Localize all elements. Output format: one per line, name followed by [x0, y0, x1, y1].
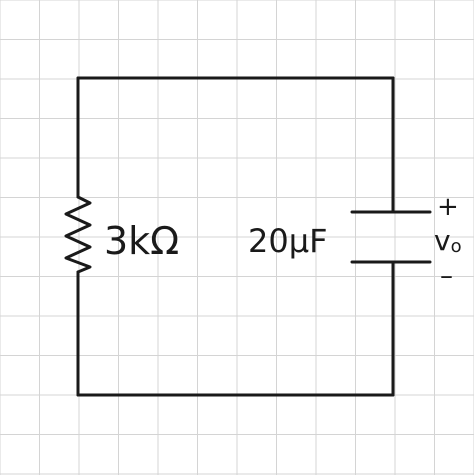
voltage-plus: + [437, 192, 459, 222]
voltage-label: vo [434, 224, 462, 257]
resistor-symbol [64, 195, 92, 274]
resistor-label: 3kΩ [104, 219, 179, 263]
voltage-subscript: o [451, 236, 462, 257]
circuit-wires [76, 76, 395, 397]
capacitor-symbol [350, 210, 432, 264]
capacitor-label: 20μF [248, 222, 327, 260]
voltage-symbol: v [434, 224, 451, 257]
voltage-minus: – [440, 261, 453, 291]
